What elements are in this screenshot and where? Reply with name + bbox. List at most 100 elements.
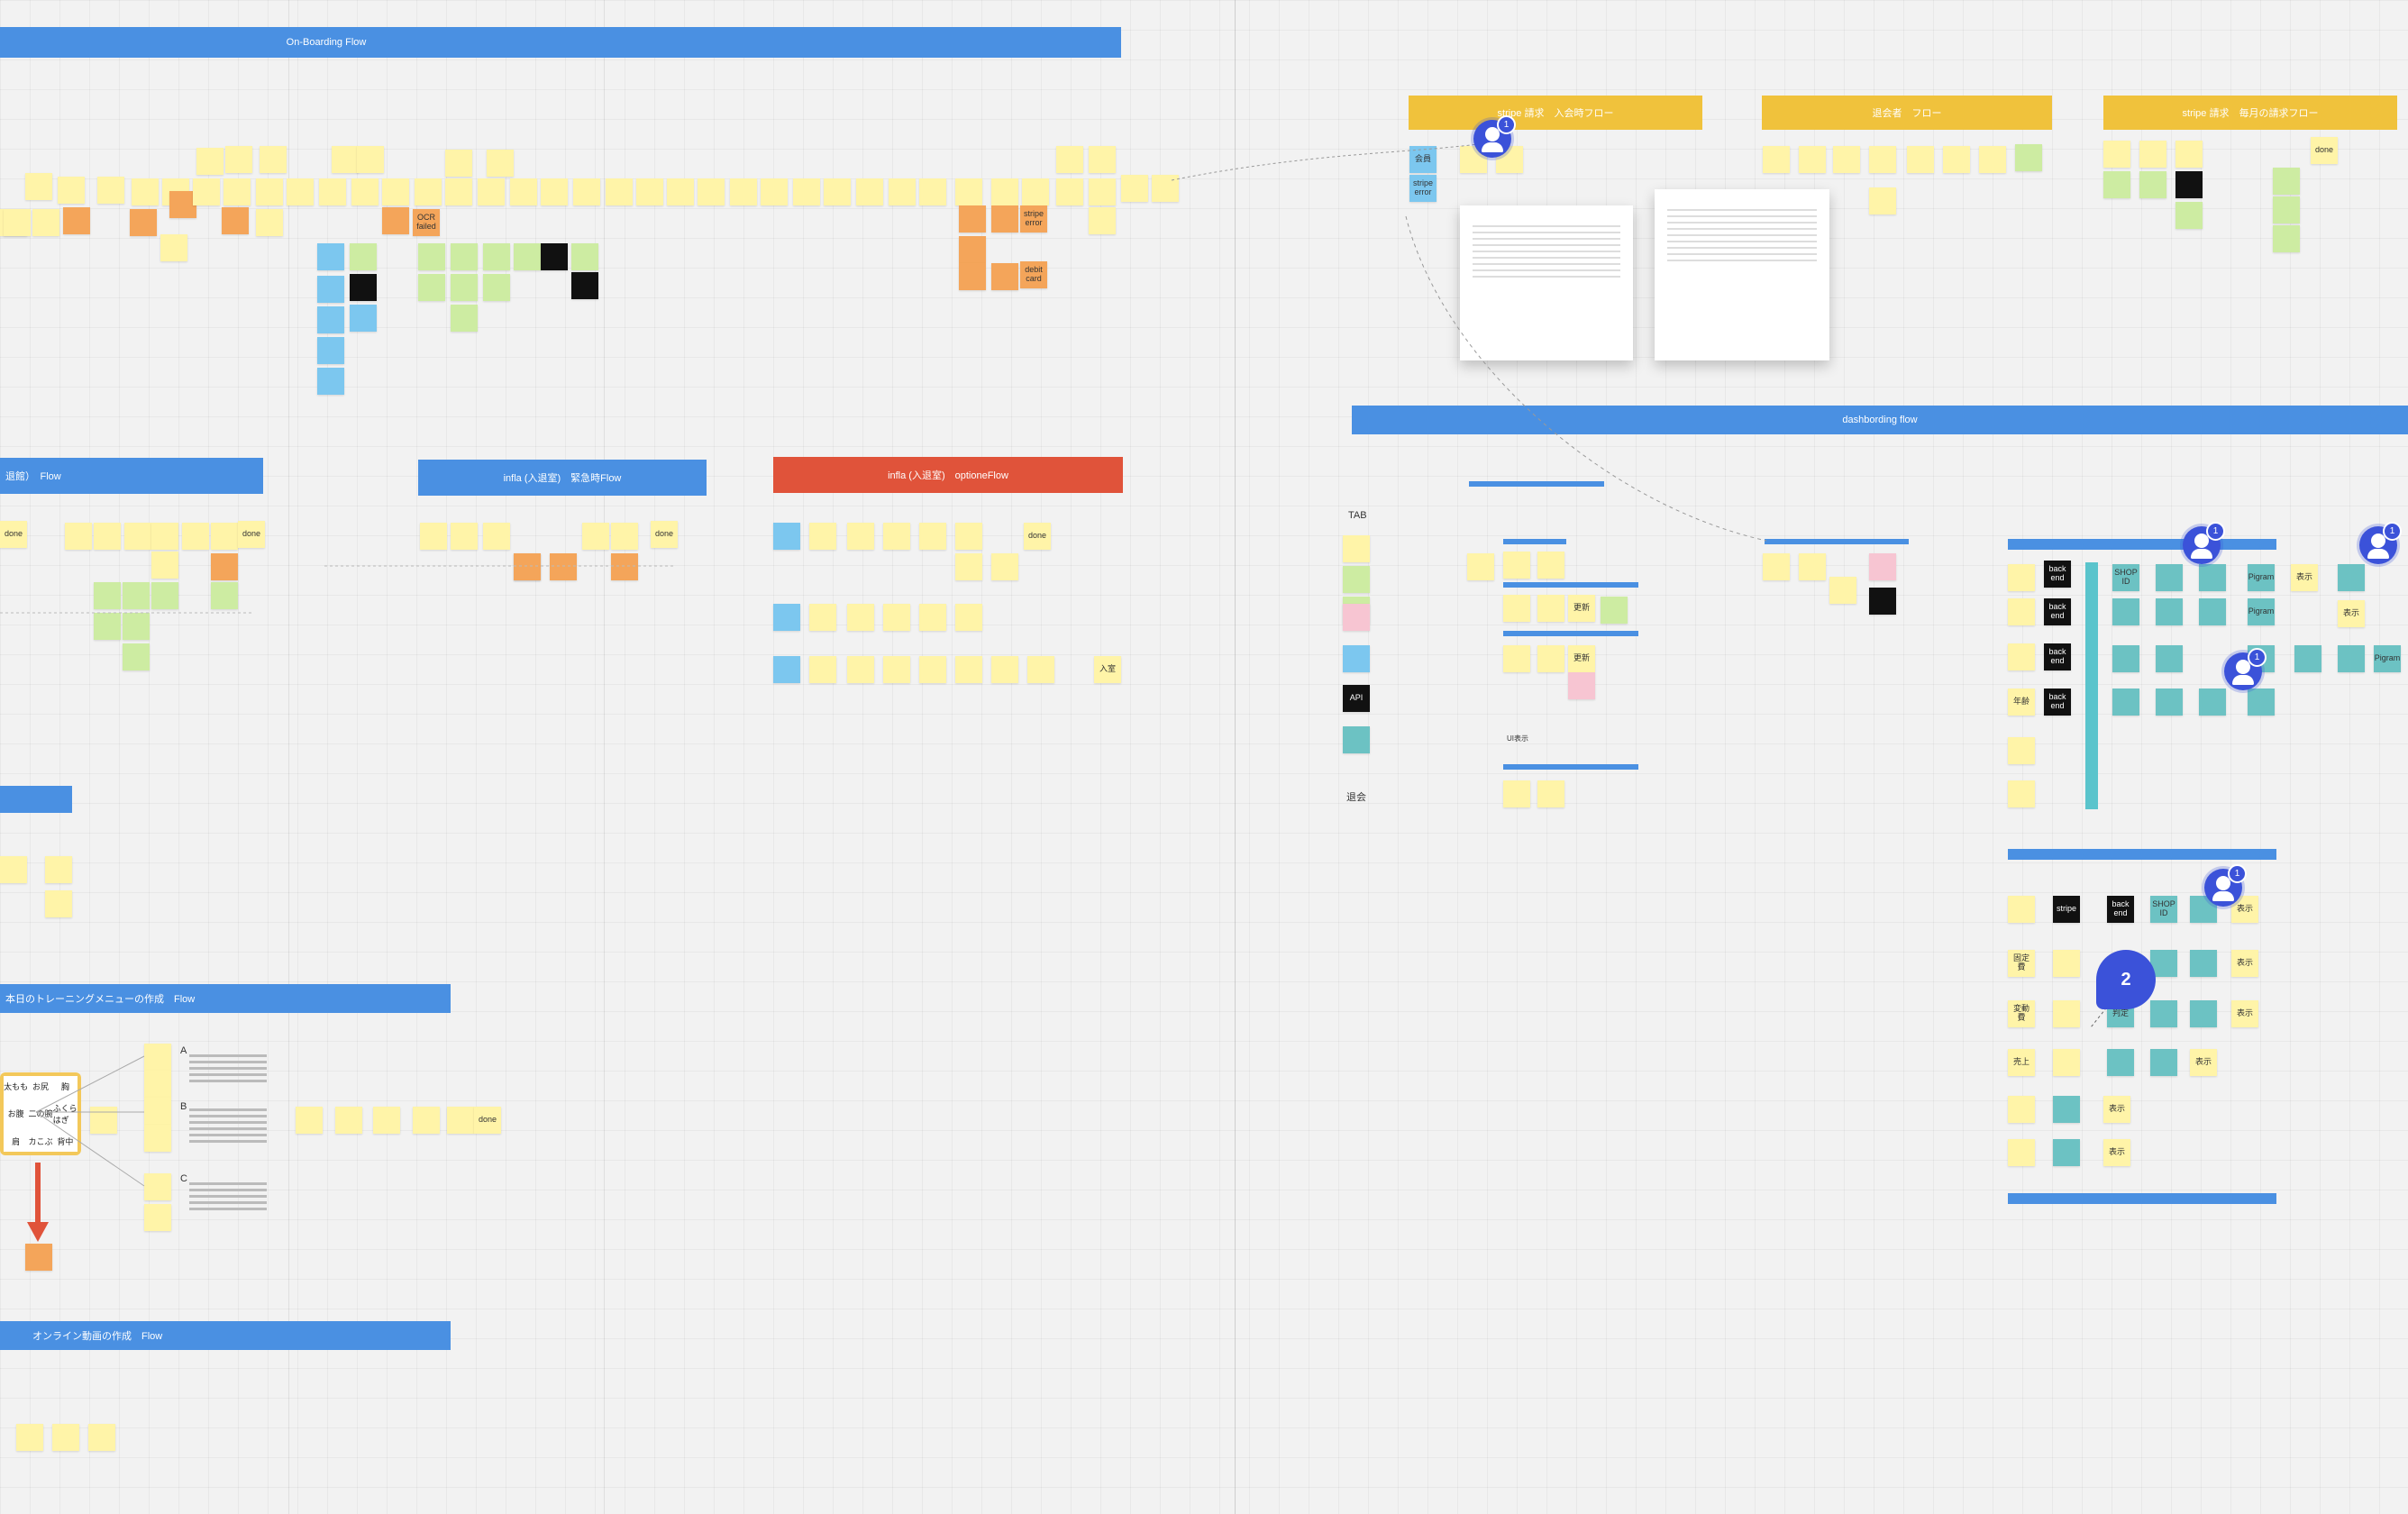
sticky-note[interactable] [88,1424,115,1451]
sticky-note[interactable] [211,523,238,550]
sticky-note-pigram[interactable]: Pigram [2248,564,2275,591]
sticky-note[interactable] [94,523,121,550]
frame-collapsed[interactable] [0,786,72,813]
sticky-note[interactable] [222,207,249,234]
sticky-note-show[interactable]: 表示 [2103,1139,2130,1166]
sticky-note[interactable] [45,856,72,883]
sticky-note[interactable] [698,178,725,205]
sticky-note[interactable] [2175,141,2203,168]
sticky-note[interactable] [4,209,31,236]
sticky-note[interactable] [2008,598,2035,625]
sticky-note[interactable] [1503,552,1530,579]
sticky-note[interactable] [223,178,251,205]
sticky-note[interactable] [351,178,379,205]
sticky-note[interactable] [25,1244,52,1271]
sticky-note[interactable] [357,146,384,173]
sticky-note[interactable] [1799,146,1826,173]
sticky-note[interactable] [94,582,121,609]
sticky-note-show[interactable]: 表示 [2231,1000,2258,1027]
sticky-note[interactable] [809,523,836,550]
sticky-note[interactable] [2139,141,2166,168]
sticky-note[interactable] [256,178,283,205]
sticky-note-show[interactable]: 表示 [2291,564,2318,591]
sticky-note[interactable] [773,523,800,550]
sticky-note[interactable] [151,523,178,550]
sticky-note[interactable] [571,272,598,299]
sticky-note[interactable] [1869,588,1896,615]
sticky-note[interactable] [451,243,478,270]
sticky-note[interactable] [919,523,946,550]
sticky-note[interactable] [919,656,946,683]
sticky-note[interactable] [514,243,541,270]
sticky-note[interactable] [2175,171,2203,198]
sticky-note[interactable] [883,523,910,550]
sticky-note[interactable] [955,604,982,631]
sticky-note[interactable] [550,553,577,580]
sticky-note[interactable] [1121,175,1148,202]
sticky-note[interactable] [773,604,800,631]
sticky-note[interactable] [2156,598,2183,625]
sticky-note[interactable] [2008,564,2035,591]
sticky-note[interactable] [382,207,409,234]
sticky-note[interactable] [287,178,314,205]
collaborator-avatar[interactable]: 1 [2359,522,2402,564]
sticky-note-done[interactable]: done [474,1107,501,1134]
sticky-note-pigram[interactable]: Pigram [2248,598,2275,625]
sticky-note[interactable] [1503,780,1530,807]
sticky-note-done[interactable]: done [1024,523,1051,550]
sticky-note[interactable] [144,1204,171,1231]
sticky-note[interactable] [319,178,346,205]
sticky-note[interactable] [2053,1049,2080,1076]
sticky-note[interactable] [483,274,510,301]
sticky-note-hendo[interactable]: 変動費 [2008,1000,2035,1027]
sticky-note[interactable] [2107,1049,2134,1076]
sticky-note[interactable] [2103,141,2130,168]
sticky-note[interactable] [2103,171,2130,198]
sticky-note[interactable] [169,191,196,218]
frame-stripe-monthly[interactable]: stripe 請求 毎月の請求フロー [2103,96,2397,130]
sticky-note[interactable] [2248,689,2275,716]
sticky-note[interactable] [296,1107,323,1134]
sticky-note[interactable] [94,613,121,640]
body-part-option[interactable]: 二の腕 [28,1109,53,1119]
sticky-note[interactable] [1537,552,1564,579]
sticky-note[interactable] [1869,187,1896,214]
sticky-note[interactable] [2338,564,2365,591]
sticky-note-kotei[interactable]: 固定費 [2008,950,2035,977]
sticky-note[interactable] [211,553,238,580]
frame-withdraw[interactable]: 退会者 フロー [1762,96,2052,130]
sticky-note-shop[interactable]: SHOP ID [2112,564,2139,591]
sticky-note[interactable] [1537,780,1564,807]
sticky-note[interactable] [761,178,788,205]
sticky-note-ocr-failed[interactable]: OCR failed [413,209,440,236]
sticky-note[interactable] [483,523,510,550]
sticky-note[interactable] [514,553,541,580]
sticky-note[interactable] [991,205,1018,233]
sticky-note[interactable] [256,209,283,236]
sticky-note[interactable] [317,337,344,364]
sticky-note[interactable] [2199,598,2226,625]
sticky-note[interactable] [52,1424,79,1451]
sticky-note[interactable] [65,523,92,550]
sticky-note[interactable] [1979,146,2006,173]
sticky-note[interactable] [144,1125,171,1152]
sticky-note[interactable] [824,178,851,205]
sticky-note[interactable] [510,178,537,205]
sticky-note[interactable] [571,243,598,270]
body-part-option[interactable]: 胸 [60,1082,69,1092]
sticky-note[interactable] [182,523,209,550]
sticky-note-backend[interactable]: back end [2044,561,2071,588]
sticky-note[interactable] [350,243,377,270]
sticky-note[interactable] [793,178,820,205]
sticky-note[interactable] [0,856,27,883]
sticky-note[interactable] [2053,1096,2080,1123]
sticky-note[interactable] [1089,146,1116,173]
sticky-note[interactable] [1503,645,1530,672]
sticky-note[interactable] [1799,553,1826,580]
frame-infla-emergency[interactable]: infla (入退室) 緊急時Flow [418,460,707,496]
sticky-note[interactable] [2156,645,2183,672]
sticky-note[interactable] [317,243,344,270]
sticky-note-done[interactable]: done [651,521,678,548]
sticky-note-done[interactable]: done [238,521,265,548]
